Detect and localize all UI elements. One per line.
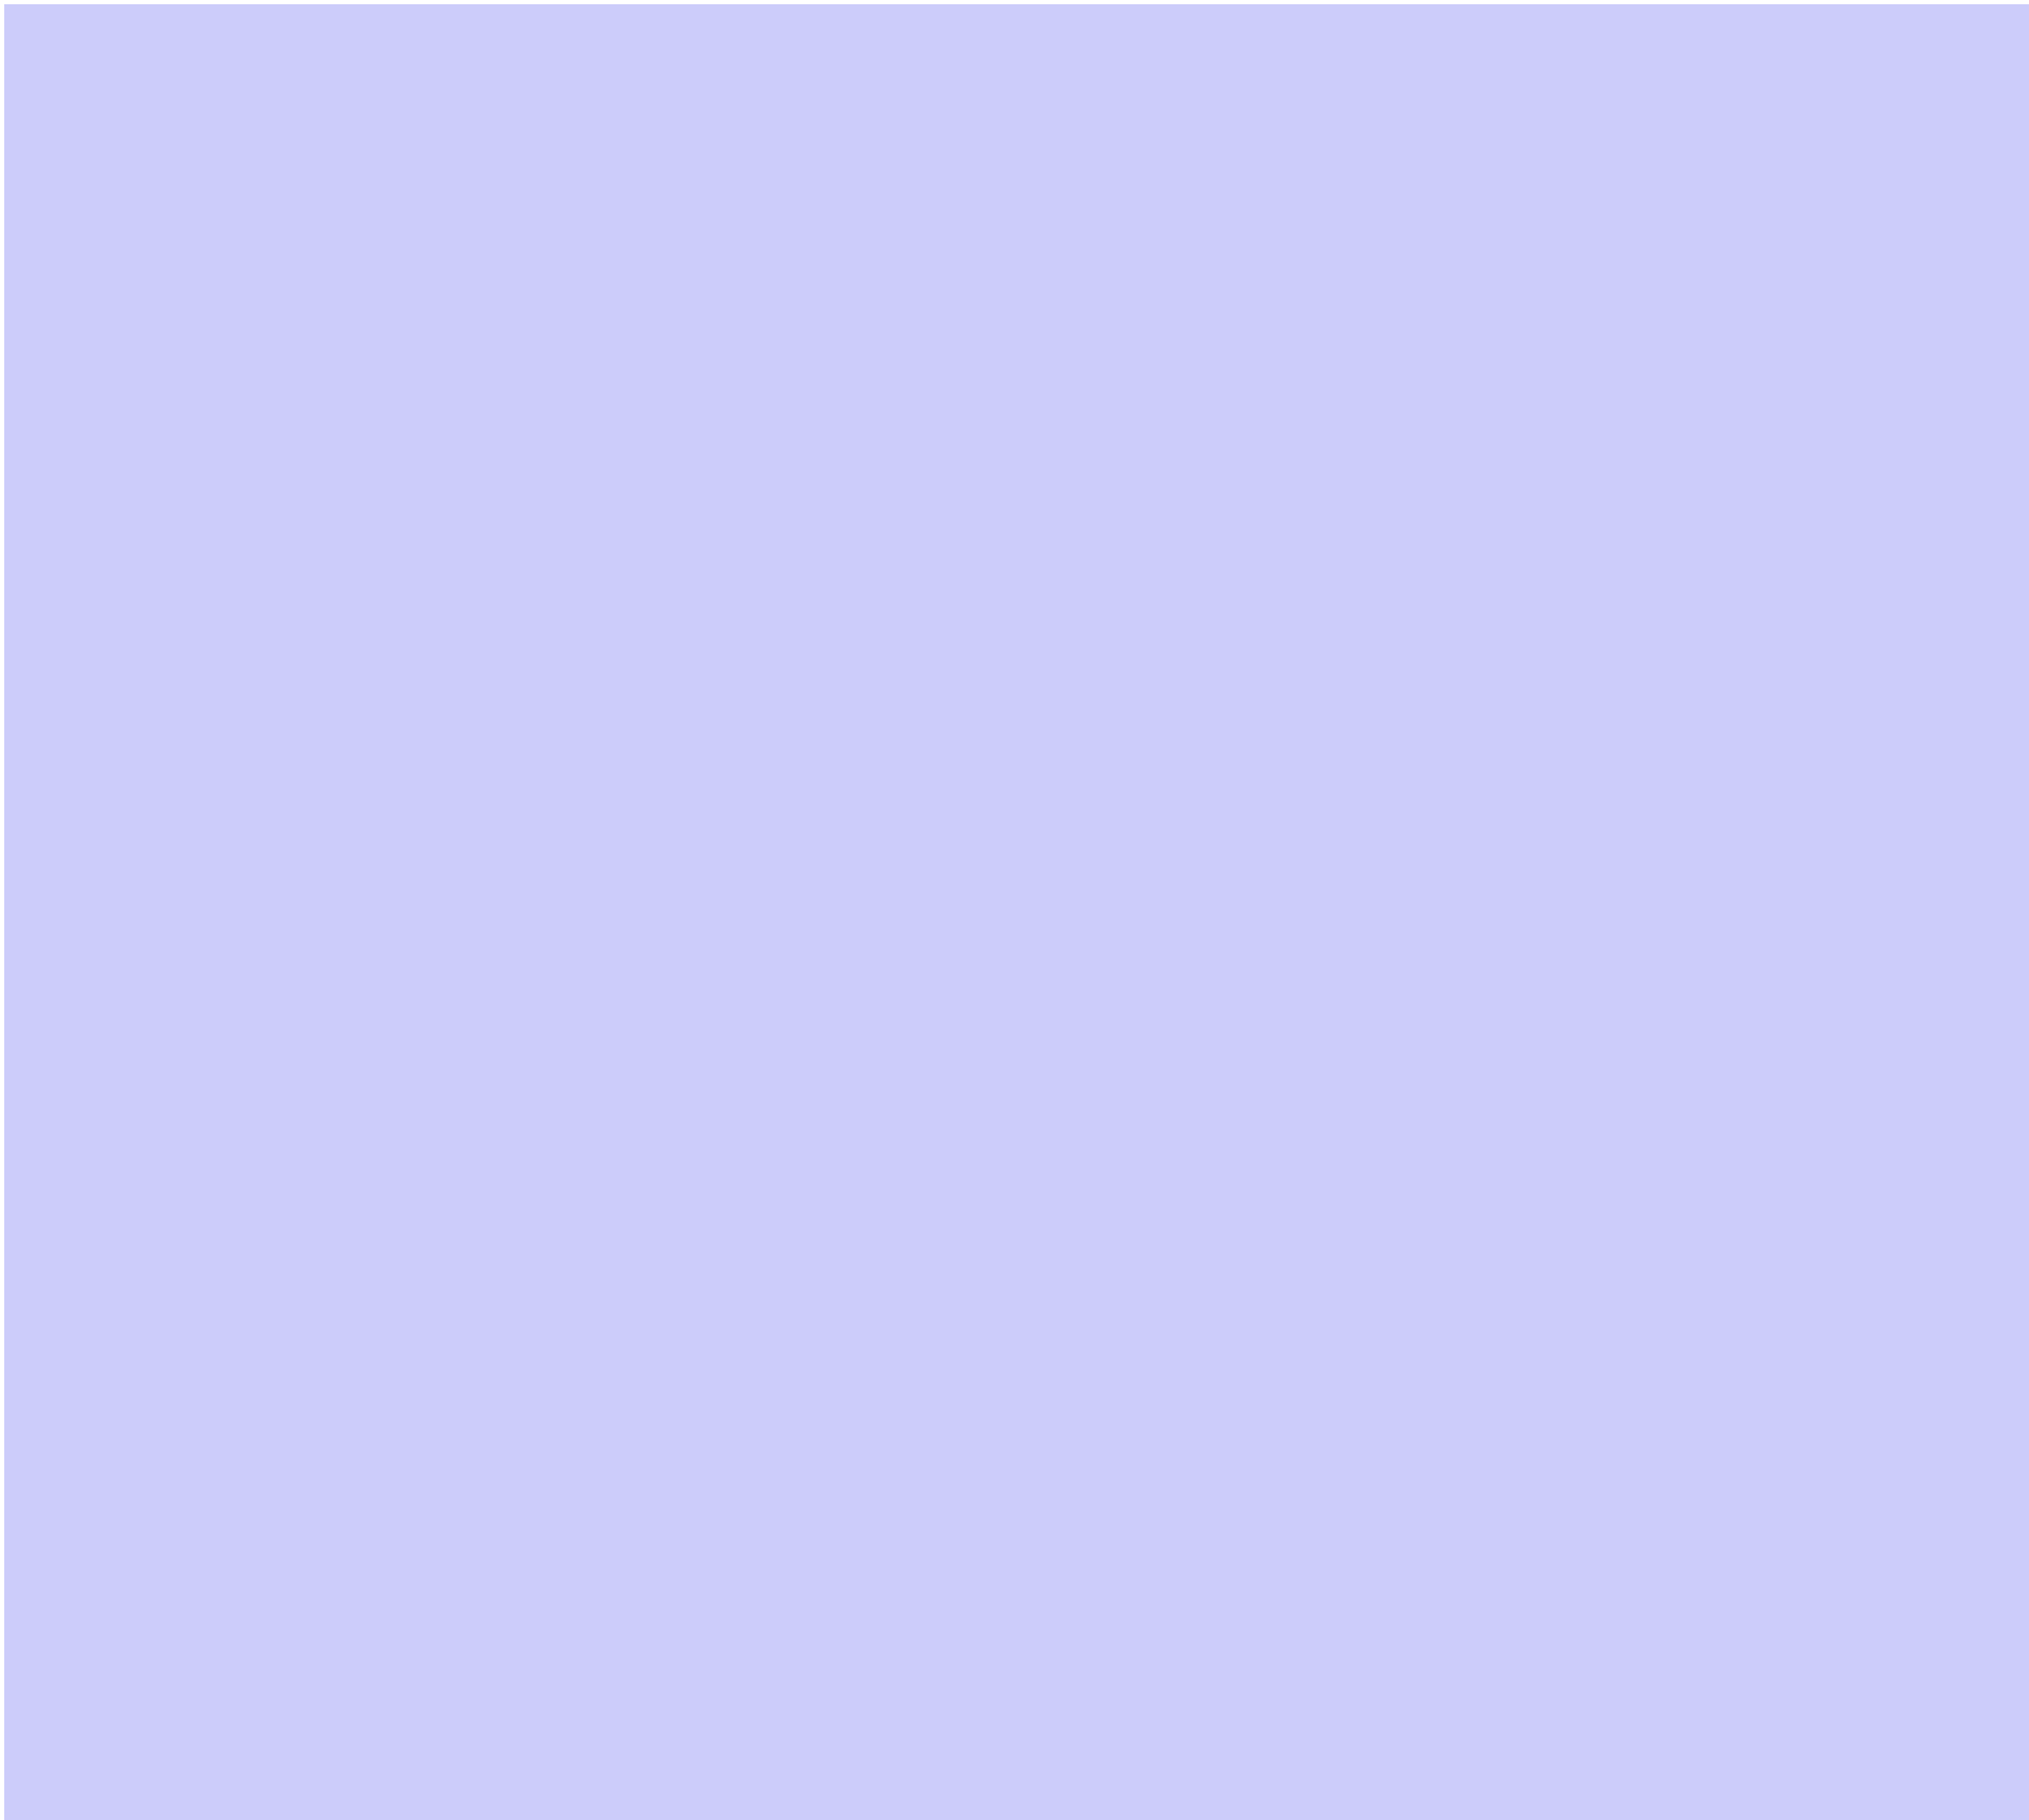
plot-area-background — [4, 4, 2029, 1820]
